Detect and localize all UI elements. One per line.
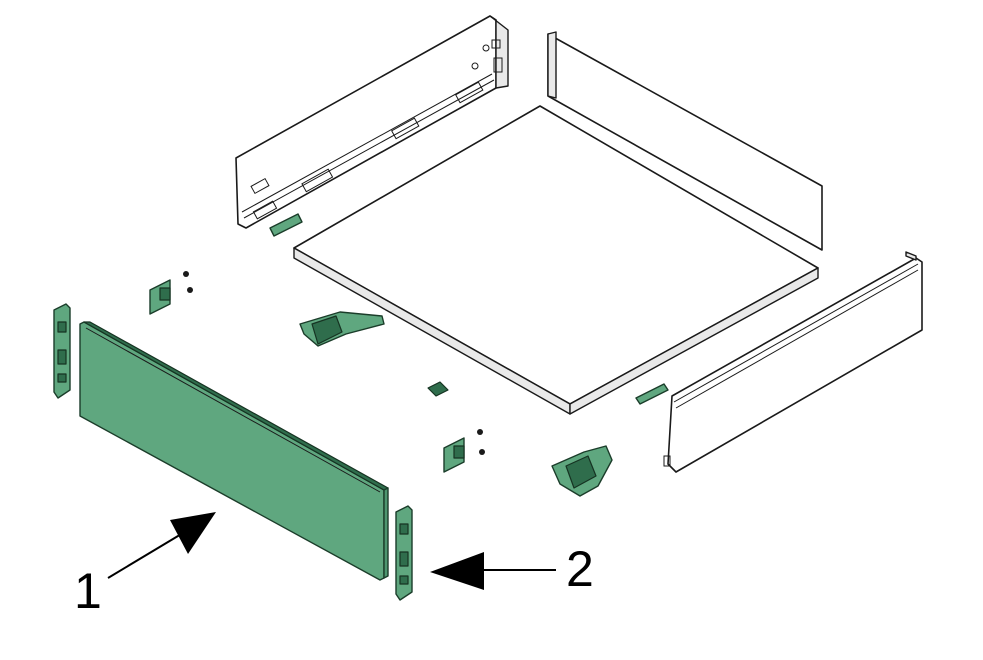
drawer-bottom-panel — [293, 105, 819, 415]
left-side-runner — [235, 15, 509, 229]
callout-label-1: 1 — [74, 563, 102, 619]
right-drawer-coupling — [551, 445, 613, 497]
callout-arrow-2 — [430, 552, 556, 590]
front-bracket-left — [53, 303, 71, 399]
right-runner-connector-clip — [635, 383, 669, 405]
callout-arrow-1 — [107, 512, 216, 579]
front-panel — [79, 321, 389, 581]
left-front-fixing-bracket — [149, 271, 193, 315]
front-bracket-right — [395, 505, 413, 601]
small-center-clip — [427, 381, 449, 397]
left-runner-connector-clip — [269, 213, 303, 237]
right-front-fixing-bracket — [443, 429, 485, 473]
back-panel — [547, 31, 823, 251]
left-drawer-coupling — [299, 311, 385, 347]
right-side-runner — [663, 251, 923, 473]
callout-label-2: 2 — [566, 541, 594, 597]
